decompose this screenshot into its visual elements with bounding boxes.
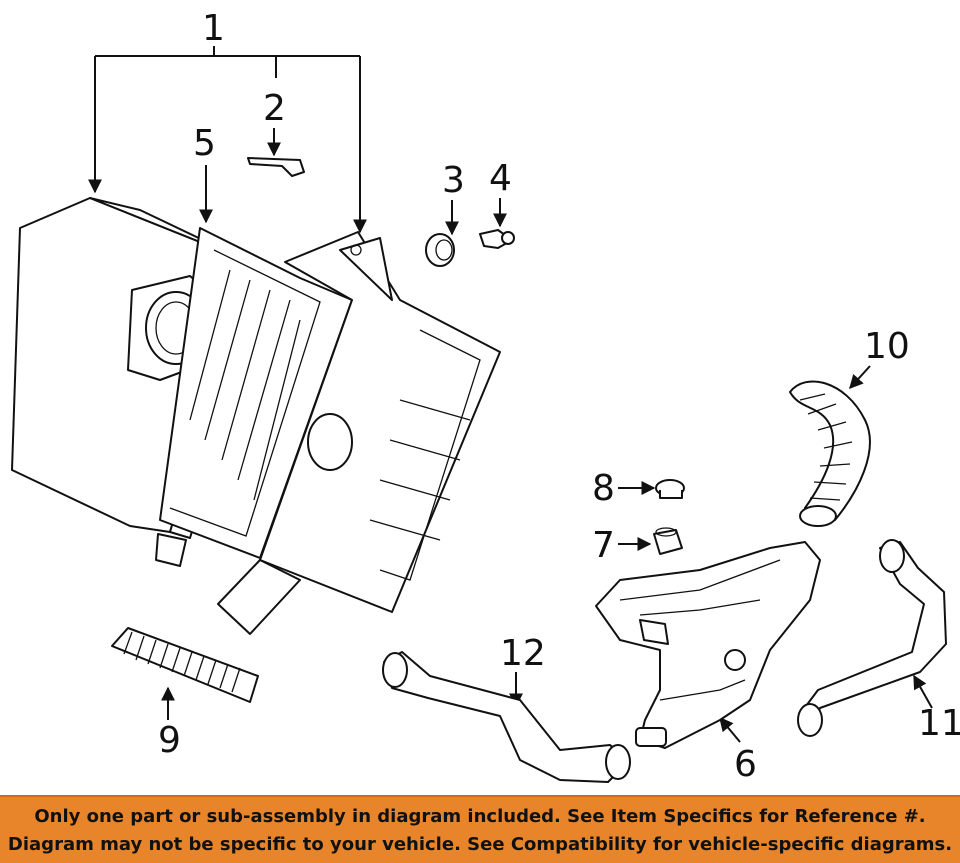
callout-9: 9	[158, 720, 181, 761]
leader-10	[849, 365, 871, 390]
bushing-part-7	[653, 527, 683, 555]
corrugated-tube-part-9	[111, 627, 259, 703]
callout-1: 1	[202, 8, 225, 49]
hose-part-11	[797, 539, 947, 737]
clip-part-2	[247, 157, 305, 177]
parts-diagram: 1 2 5 3 4 10 8 7 12 9 11 6	[11, 8, 960, 785]
air-cleaner-housing	[11, 197, 501, 635]
hose-part-10	[789, 380, 871, 527]
callout-4: 4	[489, 158, 512, 199]
push-pin-part-4	[479, 229, 515, 249]
callout-7: 7	[592, 525, 615, 566]
callout-11: 11	[918, 703, 960, 744]
callout-3: 3	[442, 160, 465, 201]
disclaimer-line-2: Diagram may not be specific to your vehi…	[7, 834, 953, 855]
callout-10: 10	[864, 326, 910, 367]
hose-part-12	[382, 651, 631, 783]
callout-5: 5	[193, 123, 216, 164]
leader-11	[913, 674, 933, 709]
callout-12: 12	[500, 633, 546, 674]
leader-6	[719, 716, 741, 743]
grommet-part-3	[425, 233, 455, 267]
leader-1	[88, 46, 367, 234]
nut-part-8	[655, 479, 685, 499]
resonator-part-6	[595, 541, 821, 749]
disclaimer-line-1: Only one part or sub-assembly in diagram…	[34, 806, 926, 827]
callout-8: 8	[592, 468, 615, 509]
disclaimer-banner: Only one part or sub-assembly in diagram…	[0, 795, 960, 863]
callout-6: 6	[734, 744, 757, 785]
callout-2: 2	[263, 88, 286, 129]
